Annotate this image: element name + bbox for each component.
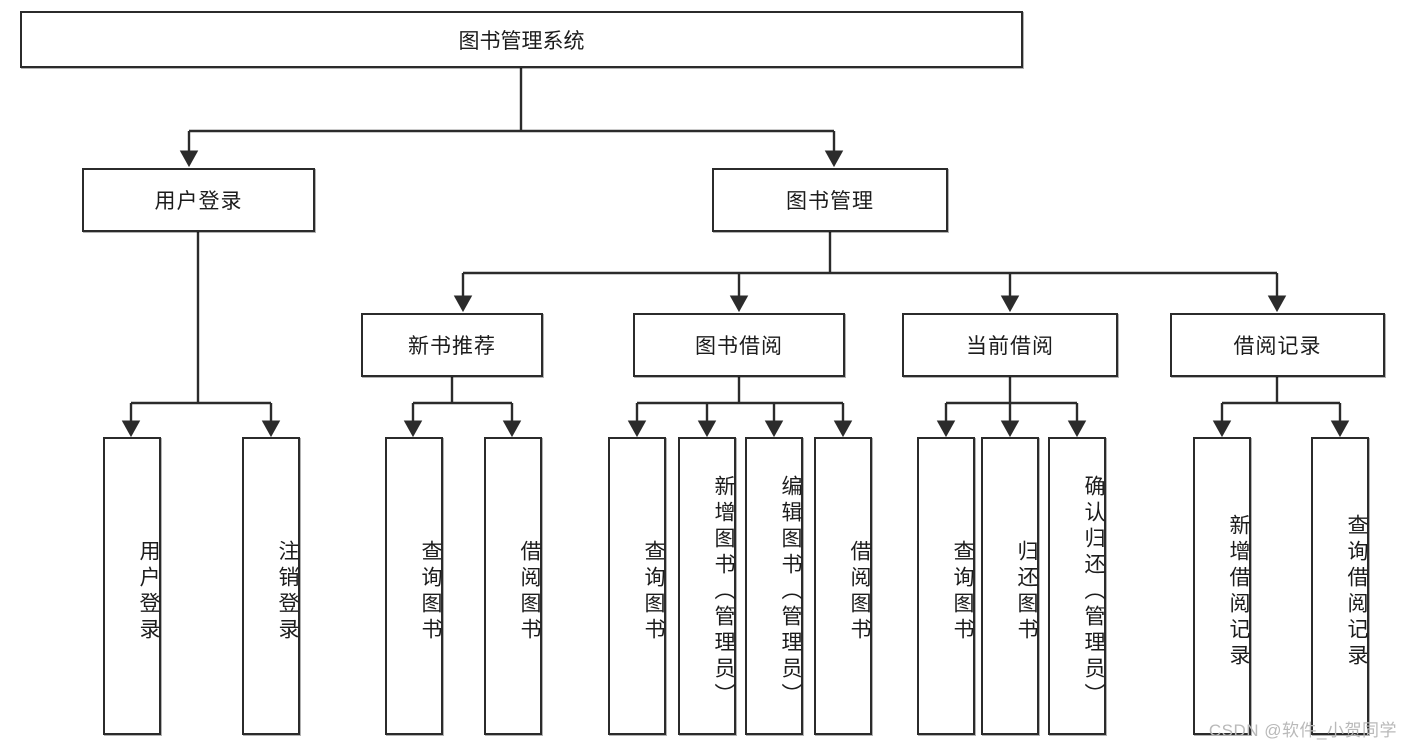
node-label: 查询图书 — [419, 540, 442, 644]
leaf-new-book-borrow[interactable]: 借阅图书 — [484, 437, 542, 735]
node-label: 查询借阅记录 — [1345, 514, 1368, 670]
node-label: 确认归还（管理员） — [1082, 475, 1105, 709]
node-label: 借阅图书 — [518, 540, 541, 644]
node-user-login[interactable]: 用户登录 — [82, 168, 315, 232]
leaf-record-query[interactable]: 查询借阅记录 — [1311, 437, 1369, 735]
node-label: 查询图书 — [642, 540, 665, 644]
leaf-borrow-query-book[interactable]: 查询图书 — [608, 437, 666, 735]
node-label: 查询图书 — [951, 540, 974, 644]
node-label: 编辑图书（管理员） — [779, 475, 802, 709]
leaf-current-query-book[interactable]: 查询图书 — [917, 437, 975, 735]
node-label: 图书管理 — [786, 190, 874, 213]
node-new-book-recommend[interactable]: 新书推荐 — [361, 313, 543, 377]
node-label: 借阅记录 — [1233, 335, 1322, 358]
node-label: 图书借阅 — [695, 335, 783, 358]
leaf-user-login-logout[interactable]: 注销登录 — [242, 437, 300, 735]
leaf-record-add[interactable]: 新增借阅记录 — [1193, 437, 1251, 735]
leaf-current-confirm-return[interactable]: 确认归还（管理员） — [1048, 437, 1106, 735]
node-label: 新书推荐 — [408, 335, 496, 358]
node-label: 新增图书（管理员） — [712, 475, 735, 709]
node-book-management[interactable]: 图书管理 — [712, 168, 948, 232]
node-label: 图书管理系统 — [458, 29, 585, 53]
watermark: CSDN @软件_小贺同学 — [1208, 721, 1397, 740]
node-label: 借阅图书 — [848, 540, 871, 644]
node-label: 归还图书 — [1015, 540, 1038, 644]
node-label: 新增借阅记录 — [1227, 514, 1250, 670]
leaf-new-book-query[interactable]: 查询图书 — [385, 437, 443, 735]
node-label: 当前借阅 — [966, 335, 1054, 358]
node-book-borrow[interactable]: 图书借阅 — [633, 313, 845, 377]
node-label: 用户登录 — [137, 540, 160, 644]
node-current-borrow[interactable]: 当前借阅 — [902, 313, 1118, 377]
node-label: 注销登录 — [276, 540, 299, 644]
node-borrow-record[interactable]: 借阅记录 — [1170, 313, 1385, 377]
leaf-user-login-login[interactable]: 用户登录 — [103, 437, 161, 735]
node-root-system[interactable]: 图书管理系统 — [20, 11, 1023, 68]
leaf-borrow-borrow-book[interactable]: 借阅图书 — [814, 437, 872, 735]
node-label: 用户登录 — [154, 190, 243, 213]
leaf-borrow-edit-book[interactable]: 编辑图书（管理员） — [745, 437, 803, 735]
leaf-borrow-add-book[interactable]: 新增图书（管理员） — [678, 437, 736, 735]
leaf-current-return-book[interactable]: 归还图书 — [981, 437, 1039, 735]
